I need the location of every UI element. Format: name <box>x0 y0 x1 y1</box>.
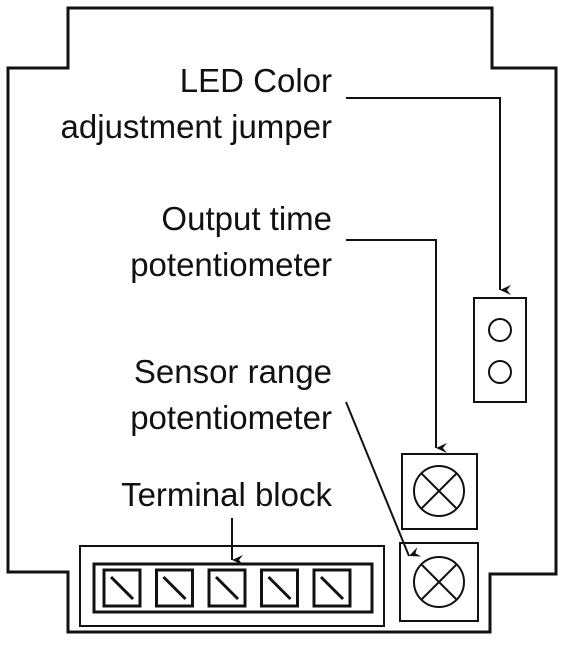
sensor-range-label-line2: potentiometer <box>130 399 332 436</box>
led-color-leader-arrow <box>346 97 511 295</box>
output-time-leader-arrow <box>346 239 447 453</box>
terminal-screw-icon <box>102 568 142 608</box>
terminal-screw-icon <box>260 568 299 608</box>
output-time-label-line1: Output time <box>161 200 332 237</box>
terminal-screw-icon <box>312 568 352 608</box>
circle-pin-icon <box>488 318 512 342</box>
led-color-label-line2: adjustment jumper <box>61 108 332 145</box>
circle-x-icon <box>413 465 465 517</box>
terminal-block <box>79 545 385 627</box>
sensor-range-leader-arrow <box>345 401 422 557</box>
output-time-label-line2: potentiometer <box>130 246 332 283</box>
terminal-block-label: Terminal block <box>121 476 332 513</box>
circle-x-icon <box>413 556 465 608</box>
led-color-jumper <box>473 297 527 403</box>
output-time-potentiometer <box>401 453 478 530</box>
terminal-screw-icon <box>155 568 194 608</box>
terminal-screw-icon <box>207 568 247 608</box>
led-color-label-line1: LED Color <box>180 62 332 99</box>
circle-pin-icon <box>488 360 512 384</box>
sensor-range-label-line1: Sensor range <box>134 353 332 390</box>
sensor-range-potentiometer <box>399 542 479 622</box>
board-outline <box>6 6 558 634</box>
